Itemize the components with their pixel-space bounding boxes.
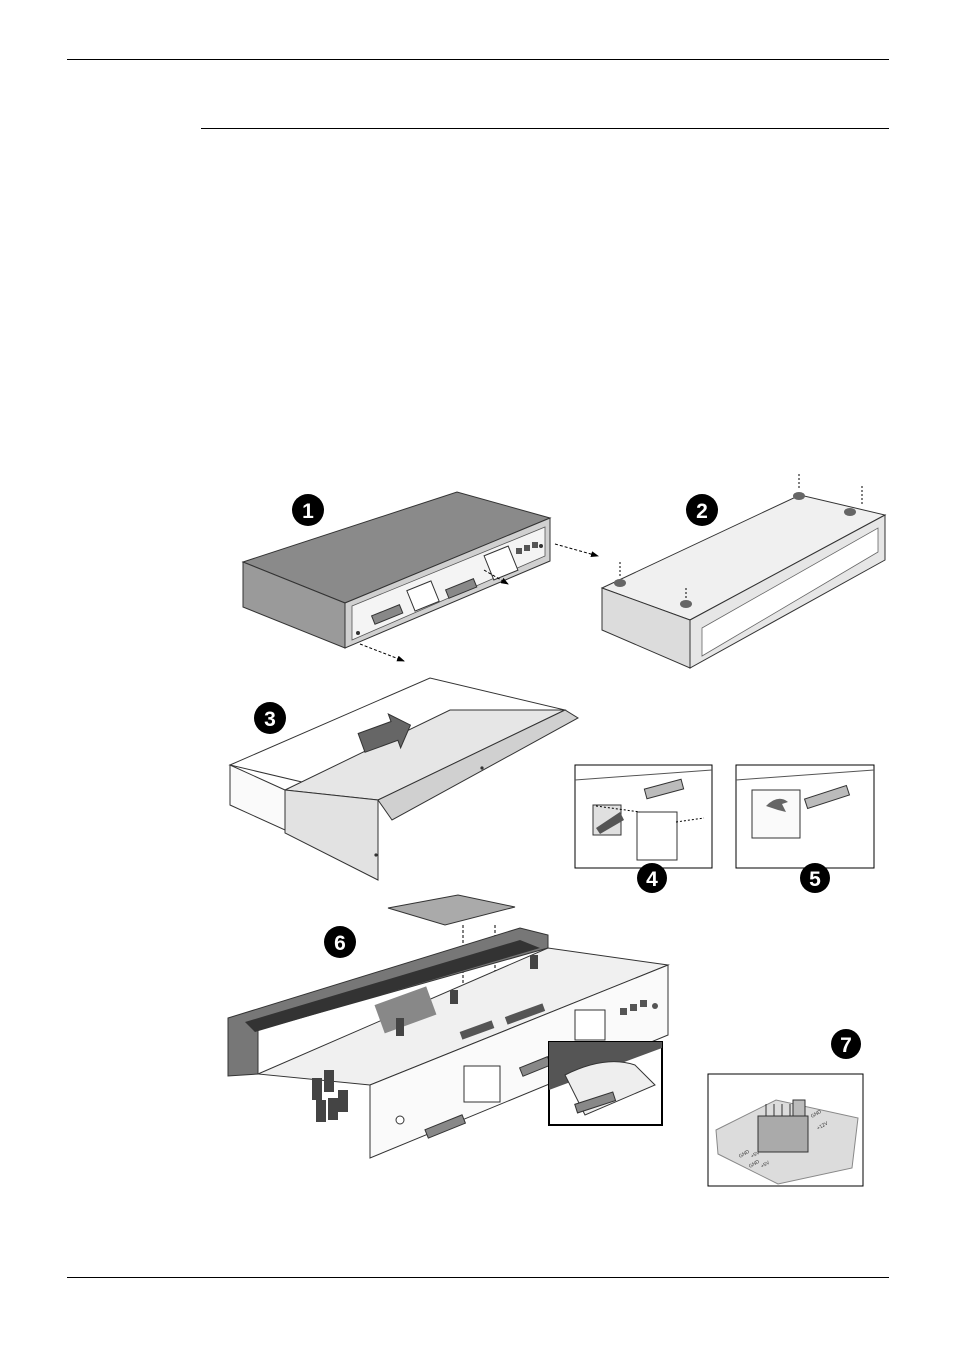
unit-bottom-view xyxy=(602,474,885,668)
svg-text:7: 7 xyxy=(840,1034,852,1057)
step-4-badge: 4 xyxy=(637,863,667,893)
step-1-badge: 1 xyxy=(292,494,324,526)
inset-step-5 xyxy=(736,765,874,868)
inset-step-7: GND +5V GND +5V GND +12V xyxy=(708,1074,863,1186)
svg-text:2: 2 xyxy=(696,500,708,523)
svg-text:1: 1 xyxy=(302,500,314,523)
step-2-badge: 2 xyxy=(686,494,718,526)
step-6-badge: 6 xyxy=(324,926,356,958)
svg-text:3: 3 xyxy=(264,708,276,731)
svg-text:4: 4 xyxy=(646,868,658,891)
svg-text:6: 6 xyxy=(334,932,346,955)
inset-step-6 xyxy=(549,1042,662,1125)
step-5-badge: 5 xyxy=(800,863,830,893)
svg-text:5: 5 xyxy=(809,868,821,891)
inset-step-4 xyxy=(575,765,712,868)
step-3-badge: 3 xyxy=(254,702,286,734)
step-7-badge: 7 xyxy=(831,1029,861,1059)
